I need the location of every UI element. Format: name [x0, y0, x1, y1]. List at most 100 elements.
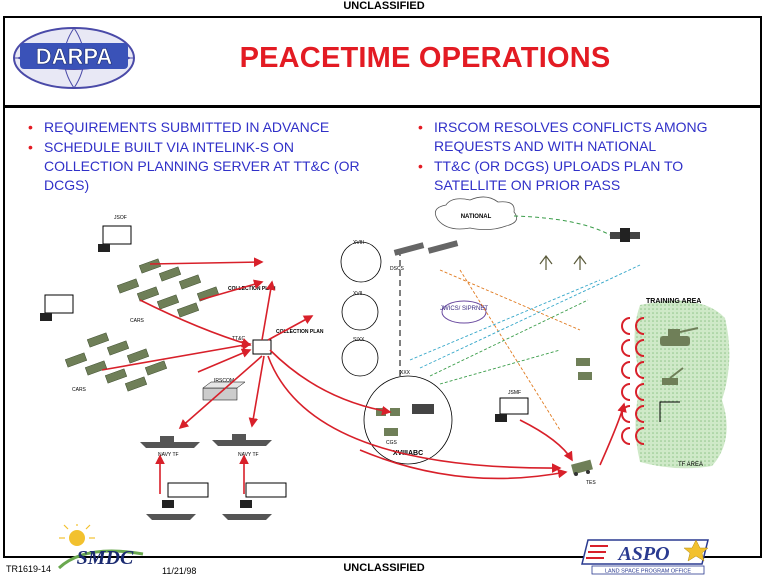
- classification-top: UNCLASSIFIED: [343, 0, 425, 12]
- irscom-building: [202, 381, 246, 401]
- bullet-dot-icon: •: [28, 119, 33, 135]
- xviiiabc-label: XVIIIABC: [393, 450, 423, 457]
- link-green: [439, 349, 561, 385]
- navy-ship-icon: [212, 434, 272, 446]
- unit-circle: [341, 339, 379, 377]
- arrow: [261, 280, 276, 341]
- tes-label: TES: [586, 480, 596, 486]
- jwics-label: JWICS/ SIPRNET: [440, 306, 488, 312]
- smdc-logo-text: SMDC: [77, 547, 134, 569]
- xviiiabc-circle: [363, 375, 453, 465]
- aspo-subtitle: LAND SPACE PROGRAM OFFICE: [605, 569, 691, 575]
- classification-bottom: UNCLASSIFIED: [343, 562, 425, 574]
- cars-cluster-2: [64, 332, 168, 392]
- bullet-text: SCHEDULE BUILT VIA INTELINK-S ON COLLECT…: [44, 139, 360, 193]
- bullet-list-right: • IRSCOM RESOLVES CONFLICTS AMONG REQUEST…: [416, 118, 746, 196]
- irscom-label: IRSCOM: [214, 378, 234, 384]
- dscs-label: DSCS: [390, 266, 405, 272]
- arrow: [149, 257, 264, 267]
- star-icon: [683, 539, 709, 562]
- bullet-item: • REQUIREMENTS SUBMITTED IN ADVANCE: [26, 118, 381, 137]
- bullet-list-left: • REQUIREMENTS SUBMITTED IN ADVANCE • SCHE…: [26, 118, 381, 196]
- document-id: TR1619-14: [6, 564, 52, 574]
- tank-icon: [660, 327, 699, 346]
- unit-boundary: [659, 401, 680, 422]
- satellite-icon: [393, 240, 459, 256]
- training-area-arcs: [621, 317, 645, 445]
- cgs-label: CGS: [386, 440, 398, 446]
- training-area-label: TRAINING AREA: [646, 298, 701, 305]
- cars-label: CARS: [130, 318, 145, 324]
- document-date: 11/21/98: [162, 566, 197, 576]
- xvii-label: XVII: [353, 291, 362, 297]
- artillery-icon: [662, 367, 684, 385]
- bullet-item: • SCHEDULE BUILT VIA INTELINK-S ON COLLEC…: [26, 138, 381, 195]
- arrow: [197, 348, 252, 373]
- xxx-label: XXX: [400, 370, 411, 376]
- arrow: [269, 349, 392, 416]
- arrow: [519, 419, 573, 462]
- arrow: [178, 355, 263, 430]
- jsof-label: JSOF: [114, 215, 127, 221]
- smdc-logo: SMDC: [57, 524, 144, 570]
- ship-icon: [146, 514, 196, 520]
- bullet-item: • TT&C (OR DCGS) UPLOADS PLAN TO SATELLIT…: [416, 157, 746, 195]
- arrow: [139, 299, 252, 348]
- satellite-icon: [610, 228, 640, 242]
- vehicle-group-icon: [576, 358, 592, 380]
- national-label: NATIONAL: [461, 214, 492, 220]
- national-link: [513, 215, 613, 237]
- sixx-label: SIXX: [353, 337, 365, 343]
- ttc-label: TT&C: [232, 336, 245, 342]
- jwics-oval: [441, 300, 487, 324]
- navy-label: NAVY TF: [158, 452, 179, 458]
- jsmf-label: JSMF: [508, 390, 521, 396]
- link-cyan: [419, 264, 641, 369]
- bullet-item: • IRSCOM RESOLVES CONFLICTS AMONG REQUEST…: [416, 118, 746, 156]
- computer-icon: [40, 294, 74, 321]
- arrow: [199, 279, 264, 301]
- link-cyan: [409, 279, 601, 361]
- page-title: PEACETIME OPERATIONS: [239, 42, 611, 74]
- unit-circle: [340, 241, 382, 283]
- unit-circle: [341, 293, 379, 331]
- xviii-label: XVIII: [353, 240, 364, 246]
- tes-vehicle-icon: [571, 459, 593, 476]
- training-area-region: [634, 300, 730, 469]
- navy-label: NAVY TF: [238, 452, 259, 458]
- ttc-hub: [252, 339, 272, 355]
- collection-plan-label: COLLECTION PLAN: [276, 329, 324, 335]
- cgs-vehicle-icon: [376, 404, 434, 436]
- aspo-logo: ASPO LAND SPACE PROGRAM OFFICE: [581, 539, 709, 575]
- computer-icon: [98, 225, 132, 252]
- aspo-logo-text: ASPO: [616, 543, 669, 565]
- navy-ship-icon: [140, 436, 200, 448]
- collection-plan-label: COLLECTION PLAN: [228, 286, 276, 292]
- slide-frame: [3, 16, 762, 558]
- computer-icon: [162, 482, 209, 508]
- computer-icon: [240, 482, 287, 508]
- antenna-icon: [539, 255, 553, 270]
- bullet-dot-icon: •: [28, 139, 33, 155]
- cars-cluster-1: [116, 258, 220, 318]
- link-green: [429, 299, 589, 377]
- cars-label: CARS: [72, 387, 87, 393]
- arrow: [359, 449, 568, 480]
- bullet-dot-icon: •: [418, 119, 423, 135]
- darpa-logo-text: DARPA: [36, 44, 113, 69]
- arrow: [267, 315, 314, 341]
- header-divider: [3, 105, 762, 108]
- arrow: [248, 355, 265, 428]
- antenna-icon: [573, 255, 587, 270]
- bullet-text: IRSCOM RESOLVES CONFLICTS AMONG REQUESTS…: [434, 119, 708, 154]
- bullet-text: TT&C (OR DCGS) UPLOADS PLAN TO SATELLITE…: [434, 158, 684, 193]
- bullet-dot-icon: •: [418, 158, 423, 174]
- ship-icon: [222, 514, 272, 520]
- arrow: [599, 402, 627, 466]
- tf-area-label: TF AREA: [678, 462, 703, 468]
- arrow: [267, 355, 562, 473]
- computer-icon: [495, 397, 529, 422]
- link-orange: [439, 269, 581, 331]
- bullet-text: REQUIREMENTS SUBMITTED IN ADVANCE: [44, 119, 330, 135]
